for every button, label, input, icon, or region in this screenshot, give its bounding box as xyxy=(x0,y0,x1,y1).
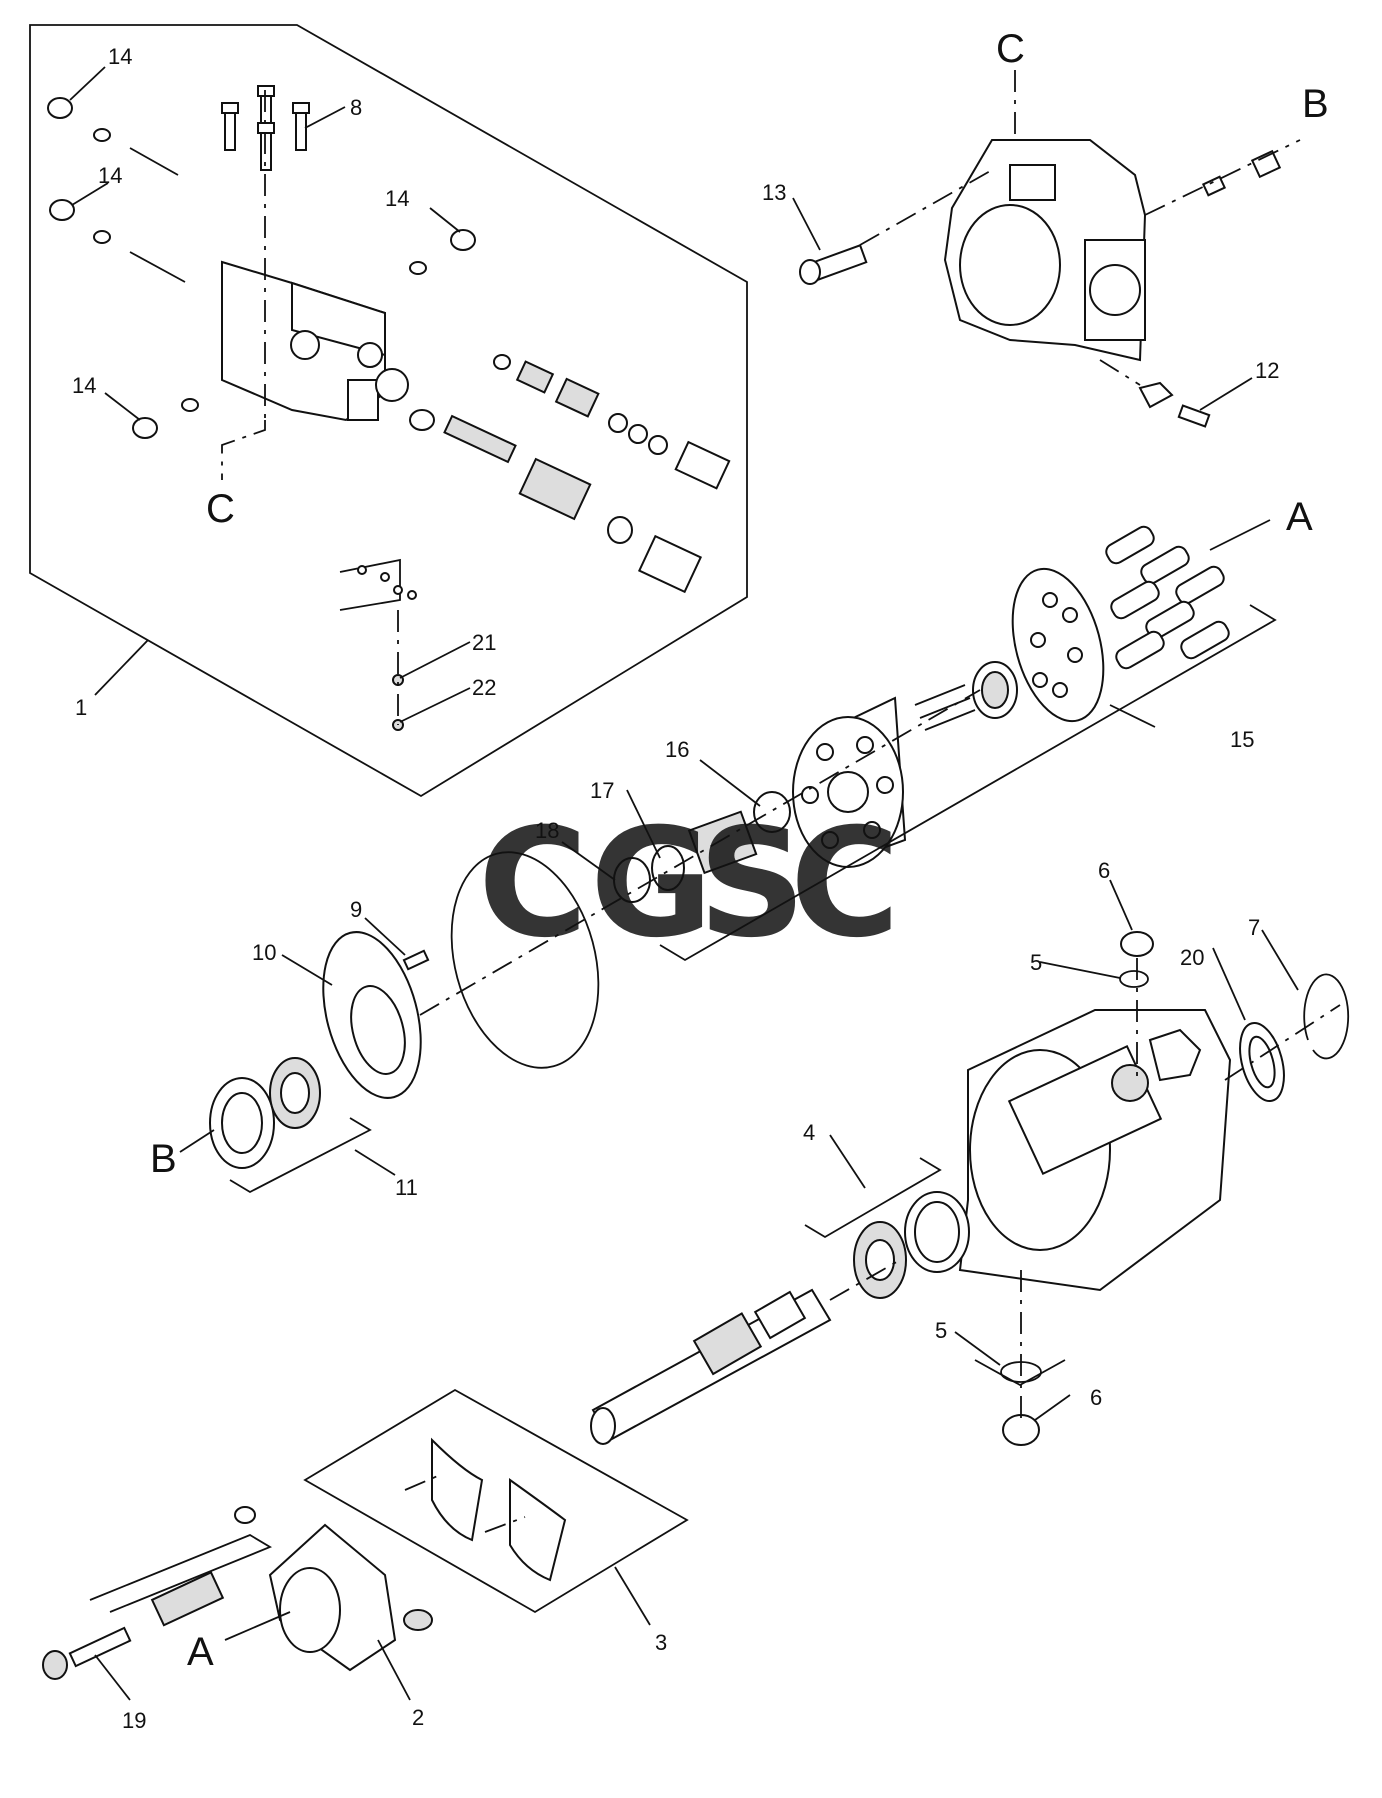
callout-8: 8 xyxy=(350,95,362,120)
ref-a-bottom: A xyxy=(187,1630,214,1674)
callout-2: 2 xyxy=(412,1705,424,1730)
axis-c-left-down xyxy=(221,420,266,480)
ref-c-left: C xyxy=(206,487,235,531)
plugs-14 xyxy=(47,97,476,439)
callout-5: 5 xyxy=(1030,950,1042,975)
plug-6-top xyxy=(1119,931,1154,1080)
callout-5: 5 xyxy=(935,1318,947,1343)
head-housing xyxy=(943,139,1147,362)
callout-20: 20 xyxy=(1180,945,1204,970)
callout-14: 14 xyxy=(72,373,96,398)
callout-16: 16 xyxy=(665,737,689,762)
ref-b-left: B xyxy=(150,1137,177,1181)
callout-4: 4 xyxy=(803,1120,815,1145)
spring-19 xyxy=(42,1533,273,1680)
bolts-8 xyxy=(221,85,310,171)
ref-c-top: C xyxy=(996,27,1025,71)
rotating-group xyxy=(659,525,1277,962)
callout-7: 7 xyxy=(1248,915,1260,940)
pistons xyxy=(1105,525,1230,670)
seal-20-ring-7 xyxy=(1224,973,1350,1102)
control-valve-body xyxy=(221,260,409,422)
leaders xyxy=(69,66,1299,1701)
callout-10: 10 xyxy=(252,940,276,965)
reference-letters: C B C A B A xyxy=(150,27,1329,1674)
watermark-letter-c2: C xyxy=(790,797,900,971)
watermark-letter-g: G xyxy=(590,797,713,971)
drive-shaft xyxy=(590,1259,901,1445)
group-1-outline xyxy=(29,24,748,798)
center-spring-parts xyxy=(613,791,791,903)
callout-6: 6 xyxy=(1098,858,1110,883)
callout-18: 18 xyxy=(535,818,559,843)
swash-plate xyxy=(234,1506,433,1672)
callout-22: 22 xyxy=(472,675,496,700)
callout-19: 19 xyxy=(122,1708,146,1733)
callout-15: 15 xyxy=(1230,727,1254,752)
callout-3: 3 xyxy=(655,1630,667,1655)
bearing-11 xyxy=(209,1057,372,1194)
plug-6-bottom xyxy=(974,1270,1066,1446)
cylinder-block xyxy=(792,696,907,868)
callout-17: 17 xyxy=(590,778,614,803)
callout-12: 12 xyxy=(1255,358,1279,383)
callout-11: 11 xyxy=(395,1175,418,1200)
callout-14: 14 xyxy=(108,44,132,69)
large-o-ring xyxy=(450,851,600,1069)
valve-plate xyxy=(322,931,430,1099)
cgsc-watermark-logo: C G S C xyxy=(478,797,900,971)
spool-and-springs xyxy=(409,354,731,594)
callout-21: 21 xyxy=(472,630,496,655)
ref-a-top: A xyxy=(1286,495,1313,539)
bolt-13 xyxy=(799,169,993,285)
ref-b-top: B xyxy=(1302,82,1329,126)
watermark-letter-c1: C xyxy=(478,797,588,971)
callout-numbers: 14 8 14 14 14 21 22 1 13 12 15 16 17 18 … xyxy=(72,44,1279,1733)
pump-housing xyxy=(958,1009,1232,1292)
callout-6: 6 xyxy=(1090,1385,1102,1410)
small-parts-21-22 xyxy=(339,558,417,731)
plug-b-top xyxy=(1144,139,1301,216)
callout-14: 14 xyxy=(385,186,409,211)
retainer-plate xyxy=(1011,567,1105,723)
group-3-outline xyxy=(303,1388,689,1614)
callout-13: 13 xyxy=(762,180,786,205)
watermark-letter-s: S xyxy=(698,797,806,971)
callout-14: 14 xyxy=(98,163,122,188)
callout-1: 1 xyxy=(75,695,87,720)
callout-9: 9 xyxy=(350,897,362,922)
bearing-4 xyxy=(804,1157,970,1299)
bolt-12 xyxy=(1099,359,1211,428)
